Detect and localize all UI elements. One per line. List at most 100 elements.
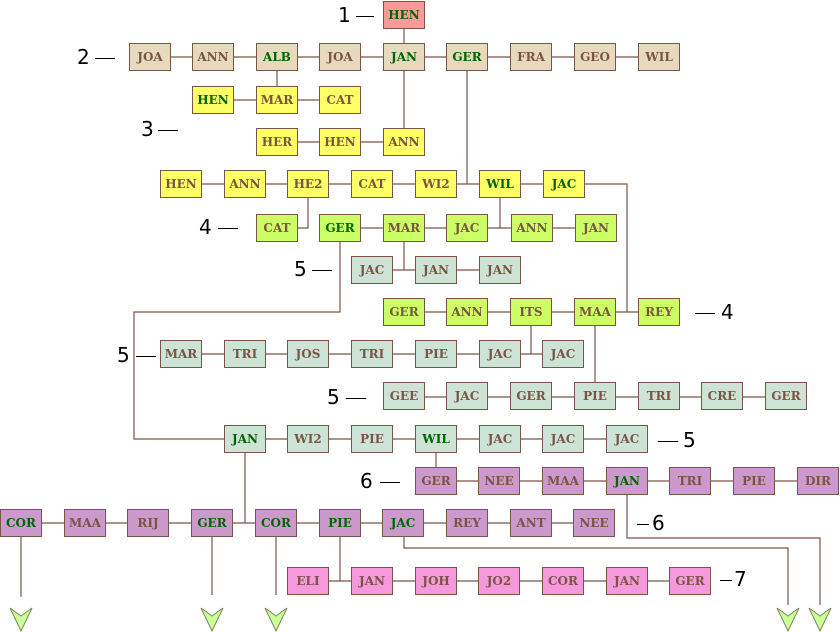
person-box-alb[interactable]: ALB	[256, 43, 298, 71]
person-box-joa[interactable]: JOA	[319, 43, 361, 71]
person-box-jan[interactable]: JAN	[606, 467, 648, 495]
person-box-ann[interactable]: ANN	[511, 214, 553, 242]
person-box-maa[interactable]: MAA	[574, 298, 616, 326]
person-box-ger[interactable]: GER	[765, 382, 807, 410]
person-box-hen[interactable]: HEN	[383, 1, 425, 29]
person-box-jac[interactable]: JAC	[446, 214, 488, 242]
person-box-pie[interactable]: PIE	[319, 509, 361, 537]
generation-label: 5	[117, 343, 130, 367]
person-box-hen[interactable]: HEN	[192, 86, 234, 114]
generation-dash	[346, 398, 366, 399]
person-box-jac[interactable]: JAC	[351, 256, 393, 284]
continue-arrow-icon[interactable]	[263, 606, 289, 632]
continue-arrow-icon[interactable]	[199, 606, 225, 632]
person-box-nee[interactable]: NEE	[478, 467, 520, 495]
person-box-pie[interactable]: PIE	[574, 382, 616, 410]
person-box-mar[interactable]: MAR	[160, 340, 202, 368]
person-box-tri[interactable]: TRI	[224, 340, 266, 368]
person-box-hen[interactable]: HEN	[319, 128, 361, 156]
person-box-jac[interactable]: JAC	[479, 340, 521, 368]
person-box-cor[interactable]: COR	[0, 509, 42, 537]
person-box-eli[interactable]: ELI	[287, 567, 329, 595]
person-box-ger[interactable]: GER	[415, 467, 457, 495]
generation-dash	[158, 130, 178, 131]
generation-label: 4	[199, 215, 212, 239]
person-box-ger[interactable]: GER	[319, 214, 361, 242]
person-box-jac[interactable]: JAC	[479, 425, 521, 453]
person-box-wi2[interactable]: WI2	[287, 425, 329, 453]
person-box-wil[interactable]: WIL	[415, 425, 457, 453]
person-box-ann[interactable]: ANN	[224, 170, 266, 198]
person-box-ant[interactable]: ANT	[510, 509, 552, 537]
person-box-nee[interactable]: NEE	[573, 509, 615, 537]
person-box-ger[interactable]: GER	[191, 509, 233, 537]
person-box-jan[interactable]: JAN	[224, 425, 266, 453]
person-box-rij[interactable]: RIJ	[127, 509, 169, 537]
person-box-wil[interactable]: WIL	[479, 170, 521, 198]
person-box-ann[interactable]: ANN	[383, 128, 425, 156]
person-box-jan[interactable]: JAN	[606, 567, 648, 595]
generation-label: 5	[327, 385, 340, 409]
generation-label: 2	[77, 45, 90, 69]
person-box-wil[interactable]: WIL	[638, 43, 680, 71]
person-box-tri[interactable]: TRI	[669, 467, 711, 495]
person-box-wi2[interactable]: WI2	[415, 170, 457, 198]
person-box-jan[interactable]: JAN	[383, 43, 425, 71]
person-box-cor[interactable]: COR	[542, 567, 584, 595]
generation-dash	[695, 313, 715, 314]
generation-dash	[218, 228, 238, 229]
person-box-mar[interactable]: MAR	[383, 214, 425, 242]
person-box-gee[interactable]: GEE	[383, 382, 425, 410]
person-box-ann[interactable]: ANN	[192, 43, 234, 71]
person-box-ger[interactable]: GER	[510, 382, 552, 410]
person-box-her[interactable]: HER	[256, 128, 298, 156]
person-box-its[interactable]: ITS	[510, 298, 552, 326]
person-box-cor[interactable]: COR	[255, 509, 297, 537]
generation-label: 5	[683, 428, 696, 452]
generation-dash	[356, 16, 374, 17]
person-box-fra[interactable]: FRA	[510, 43, 552, 71]
person-box-he2[interactable]: HE2	[287, 170, 329, 198]
continue-arrow-icon[interactable]	[8, 606, 34, 632]
person-box-cre[interactable]: CRE	[701, 382, 743, 410]
person-box-cat[interactable]: CAT	[319, 86, 361, 114]
person-box-maa[interactable]: MAA	[542, 467, 584, 495]
person-box-rey[interactable]: REY	[446, 509, 488, 537]
generation-label: 3	[141, 117, 154, 141]
person-box-geo[interactable]: GEO	[574, 43, 616, 71]
person-box-joh[interactable]: JOH	[415, 567, 457, 595]
person-box-jac[interactable]: JAC	[542, 340, 584, 368]
person-box-cat[interactable]: CAT	[351, 170, 393, 198]
person-box-ger[interactable]: GER	[383, 298, 425, 326]
person-box-ann[interactable]: ANN	[446, 298, 488, 326]
person-box-jos[interactable]: JOS	[287, 340, 329, 368]
person-box-cat[interactable]: CAT	[256, 214, 298, 242]
person-box-tri[interactable]: TRI	[351, 340, 393, 368]
person-box-jan[interactable]: JAN	[575, 214, 617, 242]
person-box-jan[interactable]: JAN	[415, 256, 457, 284]
person-box-maa[interactable]: MAA	[64, 509, 106, 537]
person-box-jo2[interactable]: JO2	[478, 567, 520, 595]
person-box-ger[interactable]: GER	[669, 567, 711, 595]
person-box-rey[interactable]: REY	[638, 298, 680, 326]
person-box-pie[interactable]: PIE	[733, 467, 775, 495]
person-box-tri[interactable]: TRI	[638, 382, 680, 410]
generation-dash	[380, 482, 400, 483]
person-box-pie[interactable]: PIE	[415, 340, 457, 368]
person-box-jan[interactable]: JAN	[351, 567, 393, 595]
generation-dash	[136, 356, 156, 357]
person-box-joa[interactable]: JOA	[129, 43, 171, 71]
continue-arrow-icon[interactable]	[807, 606, 833, 632]
person-box-jac[interactable]: JAC	[382, 509, 424, 537]
person-box-hen[interactable]: HEN	[160, 170, 202, 198]
person-box-jan[interactable]: JAN	[479, 256, 521, 284]
person-box-mar[interactable]: MAR	[256, 86, 298, 114]
person-box-jac[interactable]: JAC	[446, 382, 488, 410]
person-box-dir[interactable]: DIR	[797, 467, 839, 495]
person-box-pie[interactable]: PIE	[351, 425, 393, 453]
person-box-jac[interactable]: JAC	[606, 425, 648, 453]
person-box-jac[interactable]: JAC	[543, 170, 585, 198]
person-box-ger[interactable]: GER	[446, 43, 488, 71]
continue-arrow-icon[interactable]	[775, 606, 801, 632]
person-box-jac[interactable]: JAC	[542, 425, 584, 453]
